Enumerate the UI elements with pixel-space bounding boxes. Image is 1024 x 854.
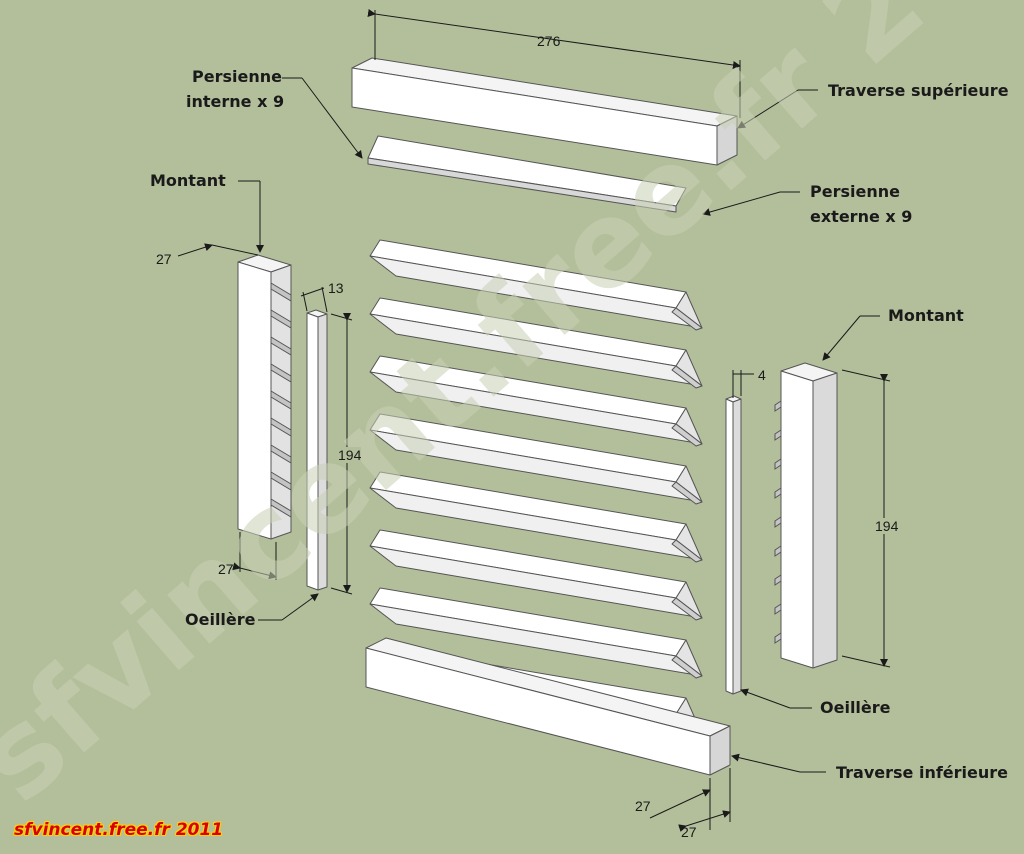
notch-left-6: [270, 417, 292, 437]
dim-montant-right-height: 194: [875, 518, 899, 534]
notch-right-9: [774, 632, 782, 644]
label-persienne-interne-1: Persienne: [192, 67, 282, 86]
persienne-7: [369, 529, 703, 621]
notch-right-1: [774, 400, 782, 412]
label-oeillere-left: Oeillère: [185, 610, 256, 629]
notch-left-7: [270, 444, 292, 464]
notch-right-3: [774, 458, 782, 470]
dim-oeillere-left-height: 194: [338, 447, 362, 463]
persienne-5: [369, 413, 703, 505]
notch-right-4: [774, 487, 782, 499]
label-traverse-superieure: Traverse supérieure: [828, 81, 1009, 100]
notch-right-8: [774, 603, 782, 615]
notch-right-7: [774, 574, 782, 586]
label-montant-left: Montant: [150, 171, 226, 190]
persienne-6: [369, 471, 703, 563]
traverse-inferieure-piece: [365, 637, 731, 776]
dim-bottom-width: 27: [681, 824, 697, 840]
label-persienne-externe-1: Persienne: [810, 182, 900, 201]
dim-bottom-depth: 27: [635, 798, 651, 814]
dim-oeillere-left-width: 13: [328, 280, 344, 296]
credit-text: sfvincent.free.fr 2011: [14, 820, 224, 840]
notch-left-8: [270, 471, 292, 491]
persienne-2: [369, 239, 703, 331]
notch-right-5: [774, 516, 782, 528]
dim-montant-left-depth: 27: [156, 251, 172, 267]
label-oeillere-right: Oeillère: [820, 698, 891, 717]
montant-left-notches: [270, 282, 292, 518]
notch-left-5: [270, 390, 292, 410]
persienne-3: [369, 297, 703, 389]
traverse-superieure-piece: [351, 57, 738, 166]
label-montant-right: Montant: [888, 306, 964, 325]
persienne-8: [369, 587, 703, 679]
dim-montant-left-width: 27: [218, 561, 234, 577]
persienne-1: [367, 135, 687, 213]
oeillere-right-piece: [725, 395, 742, 695]
notch-left-9: [270, 498, 292, 518]
montant-right-notches: [774, 400, 782, 644]
persienne-4: [369, 355, 703, 447]
dim-top-width: 276: [537, 33, 561, 49]
notch-right-6: [774, 545, 782, 557]
leader-lines: [238, 77, 880, 773]
label-persienne-interne-2: interne x 9: [186, 92, 285, 111]
label-traverse-inferieure: Traverse inférieure: [836, 763, 1009, 782]
label-persienne-externe-2: externe x 9: [810, 207, 913, 226]
notch-right-2: [774, 429, 782, 441]
notch-left-1: [270, 282, 292, 302]
montant-right-piece: [780, 362, 838, 669]
dim-oeillere-right-width: 4: [758, 367, 766, 383]
notch-left-3: [270, 336, 292, 356]
notch-left-2: [270, 309, 292, 329]
dimension-lines: [177, 9, 891, 832]
notch-left-4: [270, 363, 292, 383]
oeillere-left-piece: [306, 309, 328, 591]
